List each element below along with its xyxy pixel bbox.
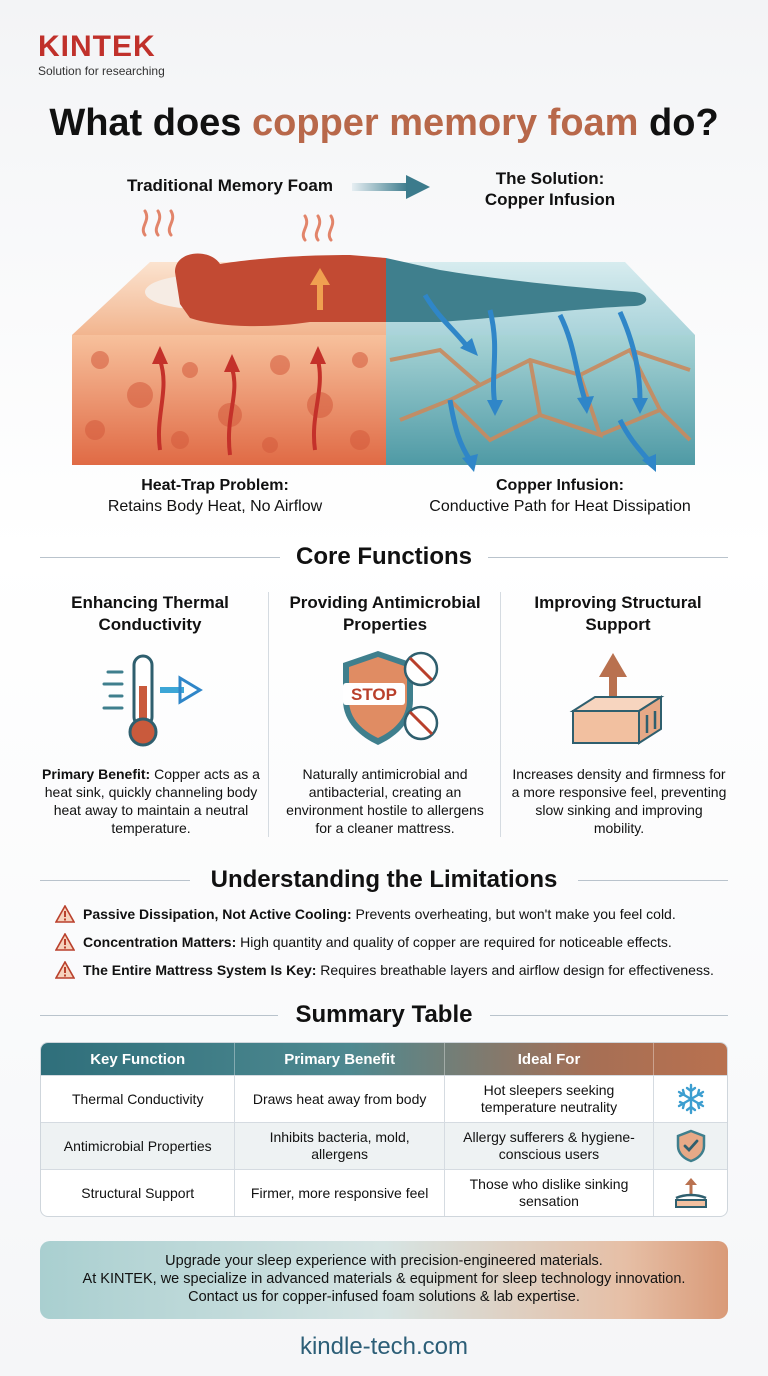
antimicrobial-body: Naturally antimicrobial and antibacteria… (286, 766, 484, 836)
limitation-lead: Passive Dissipation, Not Active Cooling: (83, 906, 352, 922)
cell-benefit: Inhibits bacteria, mold, allergens (235, 1123, 445, 1169)
copper-infusion-caption: Copper Infusion: Conductive Path for Hea… (410, 475, 710, 517)
footer-url-link[interactable]: kindle-tech.com (299, 1333, 469, 1360)
structural-support-body: Increases density and firmness for a mor… (511, 766, 727, 836)
summary-divider-left (40, 1015, 278, 1016)
thermal-conductivity-title: Enhancing Thermal Conductivity (30, 592, 270, 636)
limitation-body: Prevents overheating, but won't make you… (351, 906, 676, 922)
snowflake-icon (677, 1083, 704, 1115)
table-row: Structural Support Firmer, more responsi… (41, 1169, 727, 1216)
table-row: Antimicrobial Properties Inhibits bacter… (41, 1122, 727, 1169)
column-divider-2 (500, 592, 501, 837)
cell-ideal: Allergy sufferers & hygiene-conscious us… (445, 1123, 655, 1169)
limitations-title: Understanding the Limitations (210, 866, 558, 893)
heat-trap-caption-body: Retains Body Heat, No Airflow (107, 498, 323, 515)
limits-divider-right (578, 880, 728, 881)
header-icon (654, 1043, 727, 1075)
limitation-item: Passive Dissipation, Not Active Cooling:… (55, 905, 676, 923)
stop-label: STOP (351, 685, 397, 704)
summary-table: Key Function Primary Benefit Ideal For T… (40, 1042, 728, 1217)
cell-function: Antimicrobial Properties (41, 1123, 236, 1169)
heat-trap-caption-title: Heat-Trap Problem: (141, 477, 289, 494)
cell-ideal: Hot sleepers seeking temperature neutral… (445, 1076, 655, 1122)
limitation-lead: The Entire Mattress System Is Key: (83, 962, 317, 978)
thermal-title-line2: Conductivity (98, 615, 202, 634)
limitation-body: High quantity and quality of copper are … (236, 934, 672, 950)
brand-logo: KINTEK (38, 30, 156, 63)
cta-line1: Upgrade your sleep experience with preci… (165, 1253, 603, 1269)
column-divider-1 (268, 592, 269, 837)
solution-header: The Solution: Copper Infusion (430, 168, 670, 210)
traditional-foam-header: Traditional Memory Foam (127, 176, 333, 195)
thermal-body-text: Copper acts as a heat sink, quickly chan… (44, 766, 260, 836)
copper-infusion-caption-title: Copper Infusion: (496, 477, 624, 494)
solution-header-line1: The Solution: (495, 169, 605, 188)
cell-benefit: Firmer, more responsive feel (235, 1170, 445, 1216)
thermometer-icon (102, 654, 203, 747)
warning-icon (55, 905, 75, 923)
antimicrobial-title-line1: Providing Antimicrobial (289, 593, 481, 612)
warning-icon (55, 961, 75, 979)
shield-check-icon (676, 1129, 705, 1163)
cell-benefit: Draws heat away from body (235, 1076, 445, 1122)
brand-tagline: Solution for researching (38, 64, 165, 78)
title-post: do? (638, 102, 719, 144)
cell-function: Thermal Conductivity (41, 1076, 236, 1122)
limitation-item: Concentration Matters: High quantity and… (55, 933, 672, 951)
cta-line3: Contact us for copper-infused foam solut… (188, 1289, 580, 1305)
divider-right (488, 557, 728, 558)
table-row: Thermal Conductivity Draws heat away fro… (41, 1075, 727, 1122)
cta-line2: At KINTEK, we specialize in advanced mat… (82, 1271, 686, 1287)
limitation-body: Requires breathable layers and airflow d… (316, 962, 714, 978)
heat-trap-caption: Heat-Trap Problem: Retains Body Heat, No… (80, 475, 350, 517)
structural-support-title: Improving Structural Support (502, 592, 734, 636)
limitation-text: Concentration Matters: High quantity and… (83, 934, 672, 950)
limitation-item: The Entire Mattress System Is Key: Requi… (55, 961, 714, 979)
divider-left (40, 557, 280, 558)
core-functions-title: Core Functions (295, 543, 472, 570)
thermal-title-line1: Enhancing Thermal (71, 593, 229, 612)
support-block-icon (569, 653, 665, 745)
thermal-conductivity-body: Primary Benefit: Copper acts as a heat s… (40, 765, 262, 837)
limitation-text: Passive Dissipation, Not Active Cooling:… (83, 906, 676, 922)
header-key-function: Key Function (41, 1043, 236, 1075)
antimicrobial-title-line2: Properties (342, 615, 428, 634)
copper-infusion-caption-body: Conductive Path for Heat Dissipation (429, 498, 691, 515)
cell-function: Structural Support (41, 1170, 236, 1216)
mattress-comparison-illustration (72, 209, 695, 472)
cta-banner: Upgrade your sleep experience with preci… (40, 1241, 728, 1319)
cell-icon (654, 1123, 727, 1169)
summary-divider-right (490, 1015, 728, 1016)
limitation-lead: Concentration Matters: (83, 934, 237, 950)
primary-benefit-label: Primary Benefit: (42, 766, 151, 782)
cell-icon (654, 1076, 727, 1122)
cell-icon (654, 1170, 727, 1216)
page-title: What does copper memory foam do? (0, 102, 768, 145)
arrow-right-icon (352, 175, 430, 199)
antimicrobial-title: Providing Antimicrobial Properties (270, 592, 500, 636)
structural-title-line1: Improving Structural (534, 593, 702, 612)
cell-ideal: Those who dislike sinking sensation (445, 1170, 655, 1216)
solution-header-line2: Copper Infusion (484, 190, 616, 209)
header-ideal-for: Ideal For (445, 1043, 655, 1075)
limits-divider-left (40, 880, 190, 881)
warning-icon (55, 933, 75, 951)
stop-shield-icon: STOP (343, 651, 439, 745)
header-primary-benefit: Primary Benefit (235, 1043, 445, 1075)
limitation-text: The Entire Mattress System Is Key: Requi… (83, 962, 714, 978)
table-header: Key Function Primary Benefit Ideal For (41, 1043, 727, 1075)
structural-title-line2: Support (585, 615, 651, 634)
summary-table-title: Summary Table (295, 1001, 473, 1028)
title-pre: What does (49, 102, 253, 144)
support-layer-icon (674, 1178, 707, 1208)
title-accent: copper memory foam (252, 102, 639, 144)
